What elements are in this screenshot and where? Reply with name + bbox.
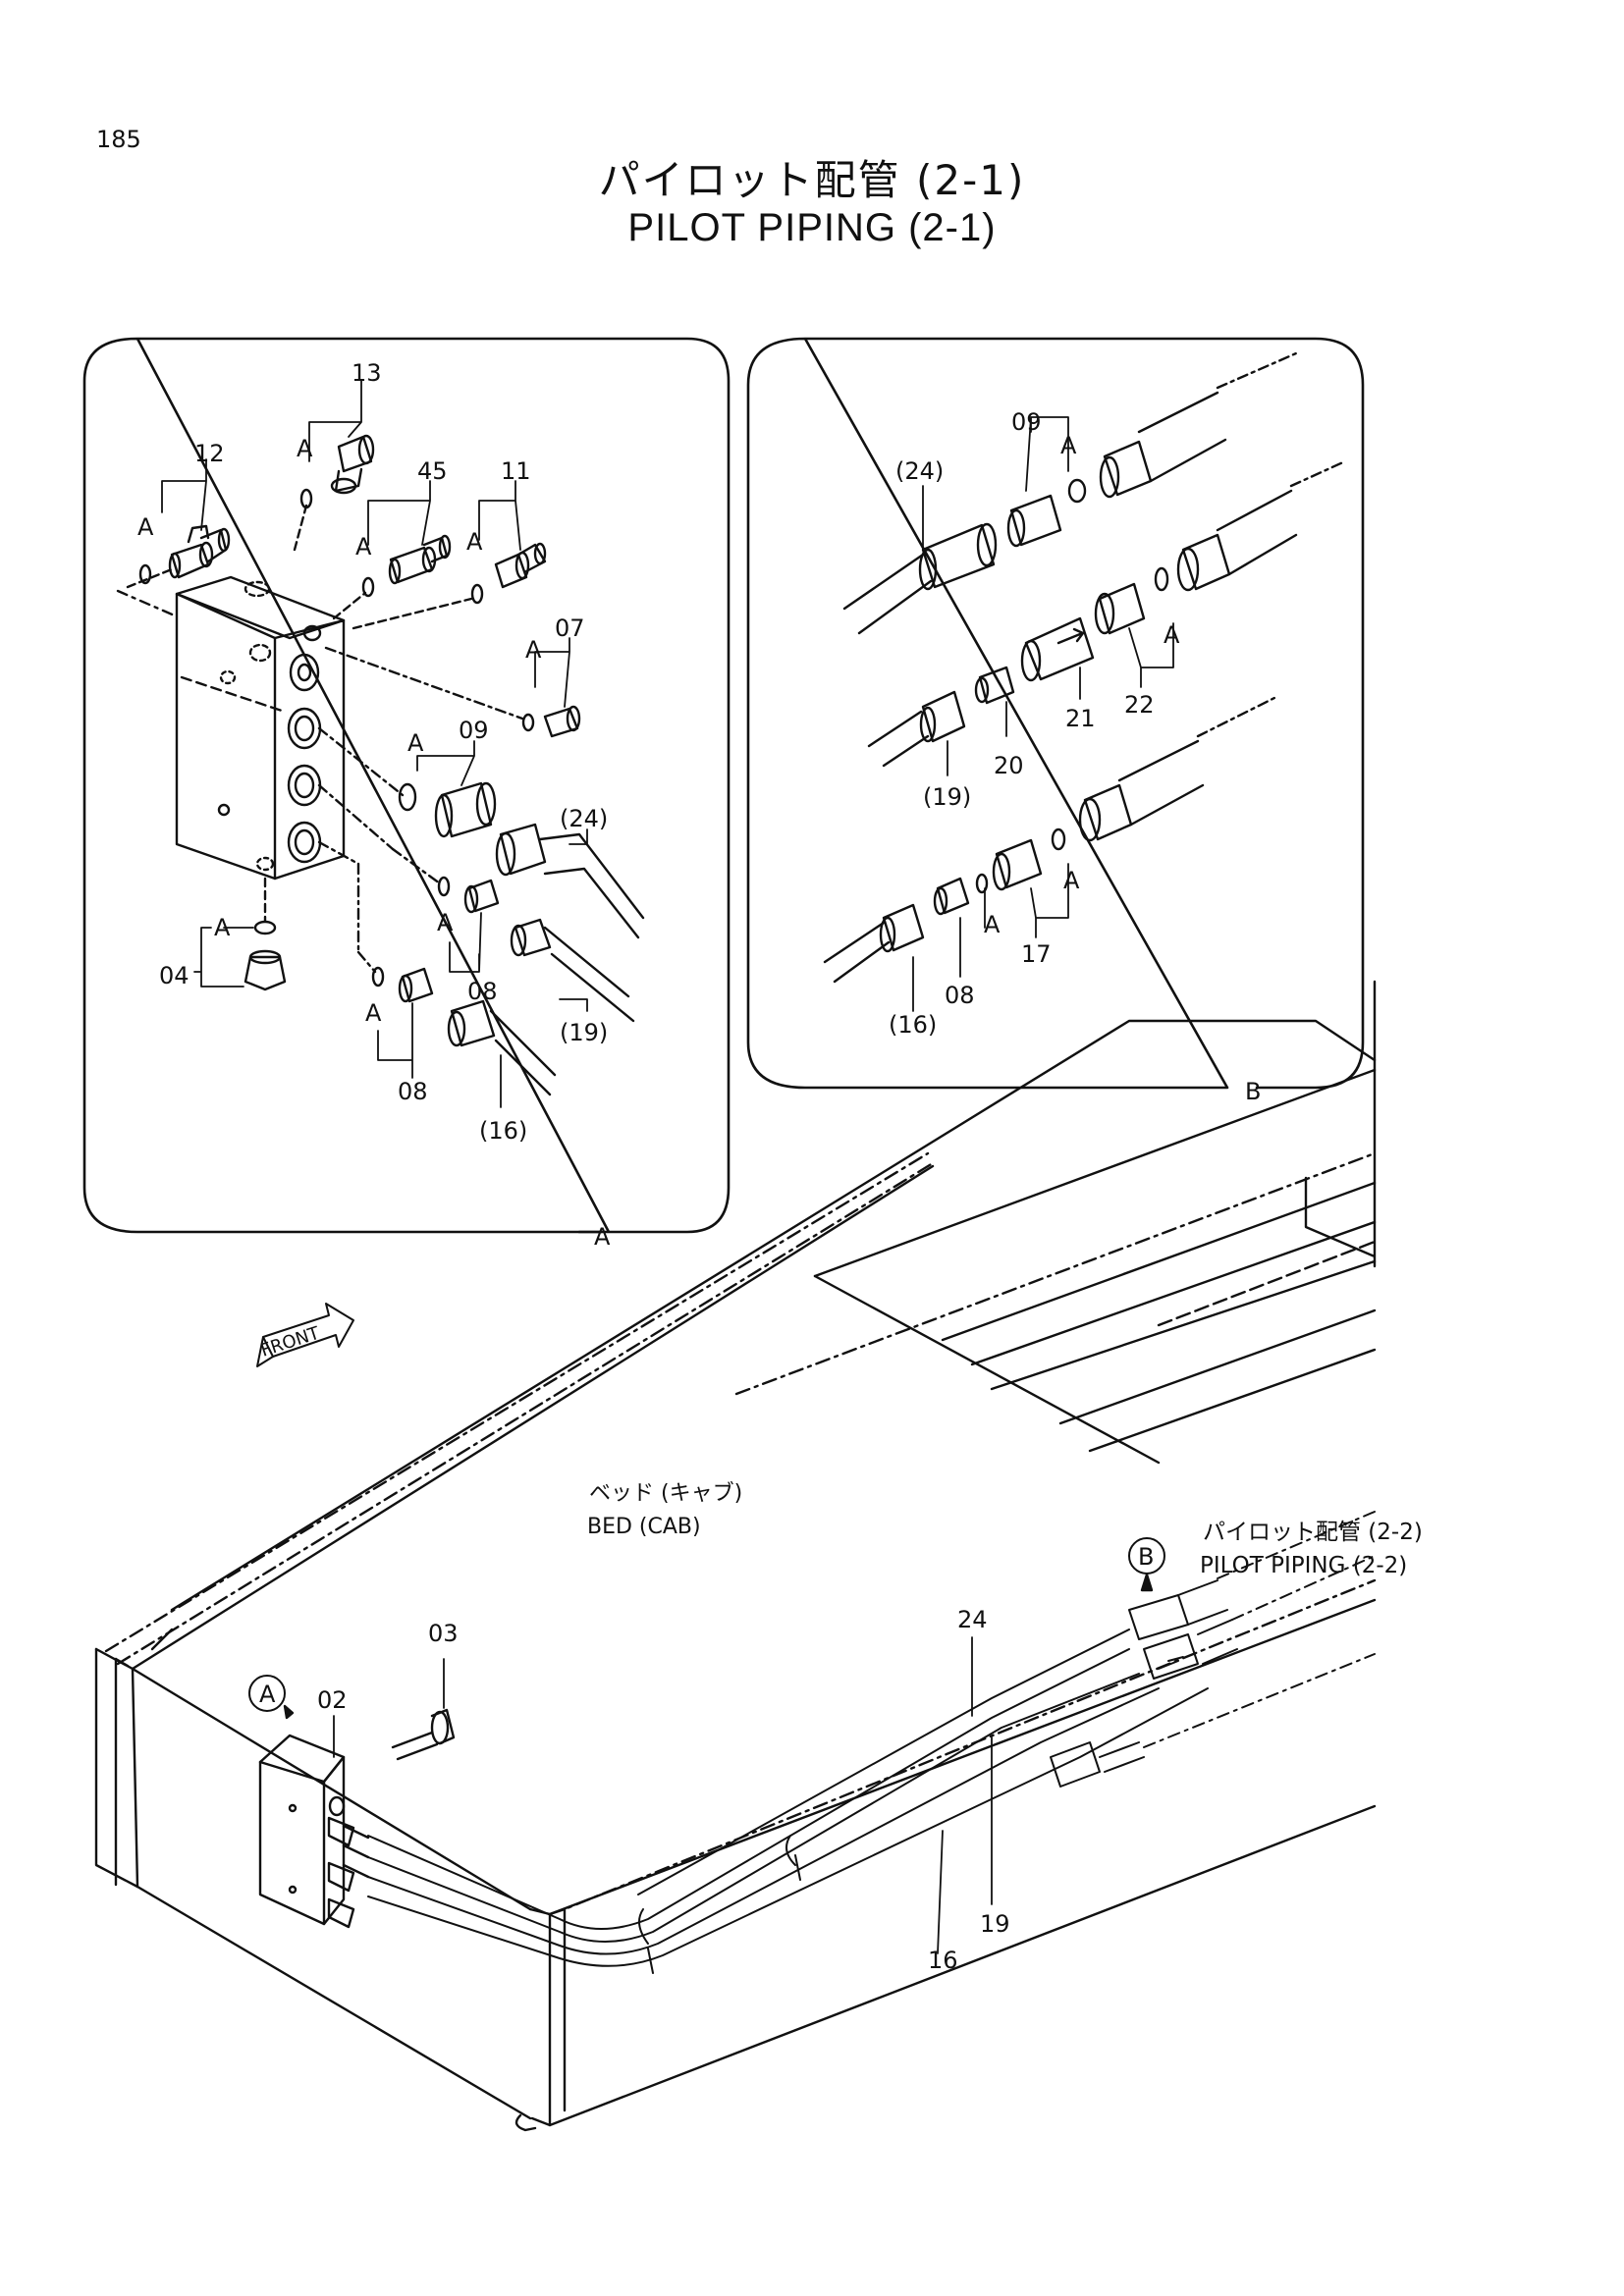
label-a-11: 11 <box>501 457 531 485</box>
label-b-22: 22 <box>1124 691 1155 719</box>
manifold-block <box>116 575 346 881</box>
oring-marker: A <box>1063 867 1080 894</box>
fitting-13 <box>293 434 375 552</box>
b-hose-16-assembly <box>823 695 1278 984</box>
label-main-02: 02 <box>317 1686 348 1714</box>
page-title-en: PILOT PIPING (2-1) <box>627 206 997 249</box>
oring-marker: A <box>407 729 424 757</box>
oring-marker: A <box>355 533 372 561</box>
detail-panel-a <box>82 337 731 1234</box>
label-b-17: 17 <box>1021 940 1052 968</box>
fitting-08-hose-19 <box>317 783 635 1023</box>
label-a-12: 12 <box>194 440 225 467</box>
label-a-16: (16) <box>479 1117 527 1145</box>
fitting-12 <box>126 524 231 589</box>
oring-marker: A <box>297 435 313 462</box>
panel-b-frame <box>746 337 1365 1090</box>
plug-04 <box>244 877 287 991</box>
bed-label-jp: ベッド (キャブ) <box>589 1481 742 1506</box>
label-a-45: 45 <box>417 457 448 485</box>
label-main-24: 24 <box>957 1606 988 1633</box>
fitting-11 <box>352 542 547 630</box>
label-main-16: 16 <box>928 1947 958 1974</box>
oring-marker: A <box>437 909 454 936</box>
panel-b-view-label: B <box>1245 1078 1261 1105</box>
label-b-20: 20 <box>994 752 1024 779</box>
label-b-16: (16) <box>889 1011 937 1039</box>
label-a-09: 09 <box>459 717 489 744</box>
panel-a-frame <box>82 337 731 1234</box>
bed-structure <box>94 980 1377 2132</box>
bed-label-en: BED (CAB) <box>587 1515 701 1539</box>
label-main-19: 19 <box>980 1910 1010 1938</box>
b-hose-19-assembly <box>867 459 1347 768</box>
page-number: 185 <box>96 126 141 153</box>
main-leaders <box>333 1636 993 1954</box>
fitting-08-hose-16 <box>317 840 557 1096</box>
fitting-07 <box>324 646 581 738</box>
label-a-08-lower: 08 <box>398 1078 428 1105</box>
diagram-labels: 12 13 45 11 07 09 (24) 08 (19) 08 (16) 0… <box>137 359 1423 1974</box>
oring-marker: A <box>466 528 483 556</box>
oring-marker: A <box>137 513 154 541</box>
front-arrow <box>256 1303 354 1367</box>
oring-marker: A <box>365 999 382 1027</box>
panel-b-leaders <box>912 416 1174 1012</box>
fitting-09-hose-24 <box>317 726 645 939</box>
oring-marker: A <box>1060 432 1077 459</box>
ref-label-jp: パイロット配管 (2-2) <box>1203 1520 1423 1545</box>
label-main-03: 03 <box>428 1620 459 1647</box>
label-b-09: 09 <box>1011 408 1042 436</box>
oring-marker: A <box>1164 621 1180 649</box>
detail-panel-b <box>746 337 1365 1090</box>
label-a-07: 07 <box>555 614 585 642</box>
ref-label-en: PILOT PIPING (2-2) <box>1200 1553 1407 1578</box>
callout-a-label: A <box>259 1681 276 1708</box>
b-hose-24-assembly <box>842 351 1298 635</box>
oring-marker: A <box>214 914 231 941</box>
fitting-45 <box>332 534 452 620</box>
label-b-08: 08 <box>945 982 975 1009</box>
hose-bundle <box>367 1511 1376 1974</box>
label-a-04: 04 <box>159 962 189 989</box>
panel-a-view-label: A <box>594 1223 611 1251</box>
page-title-jp: パイロット配管 (2-1) <box>598 156 1026 204</box>
label-a-24: (24) <box>560 805 608 832</box>
panel-a-leaders <box>161 380 588 1108</box>
label-b-19: (19) <box>923 783 971 811</box>
bolt-03 <box>391 1708 456 1761</box>
label-a-08-upper: 08 <box>467 978 498 1005</box>
callout-a <box>248 1675 295 1720</box>
label-a-13: 13 <box>352 359 382 387</box>
main-view: FRONT <box>94 980 1377 2132</box>
callout-b-label: B <box>1138 1543 1154 1571</box>
label-b-24: (24) <box>895 457 944 485</box>
label-b-21: 21 <box>1065 705 1096 732</box>
oring-marker: A <box>984 911 1001 938</box>
callout-b <box>1128 1537 1165 1592</box>
label-a-19: (19) <box>560 1019 608 1046</box>
valve-block-02 <box>258 1734 370 1929</box>
oring-marker: A <box>525 636 542 664</box>
